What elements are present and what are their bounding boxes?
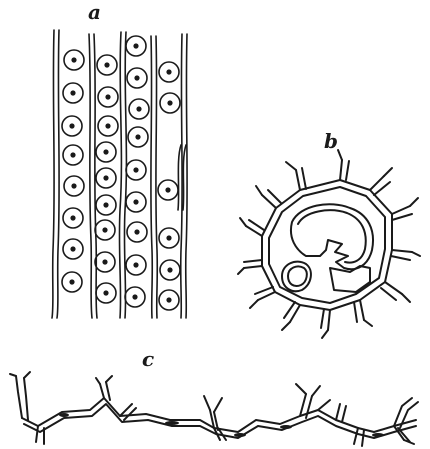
panel-c-drawing xyxy=(0,0,430,449)
figure: a b c xyxy=(0,0,430,449)
